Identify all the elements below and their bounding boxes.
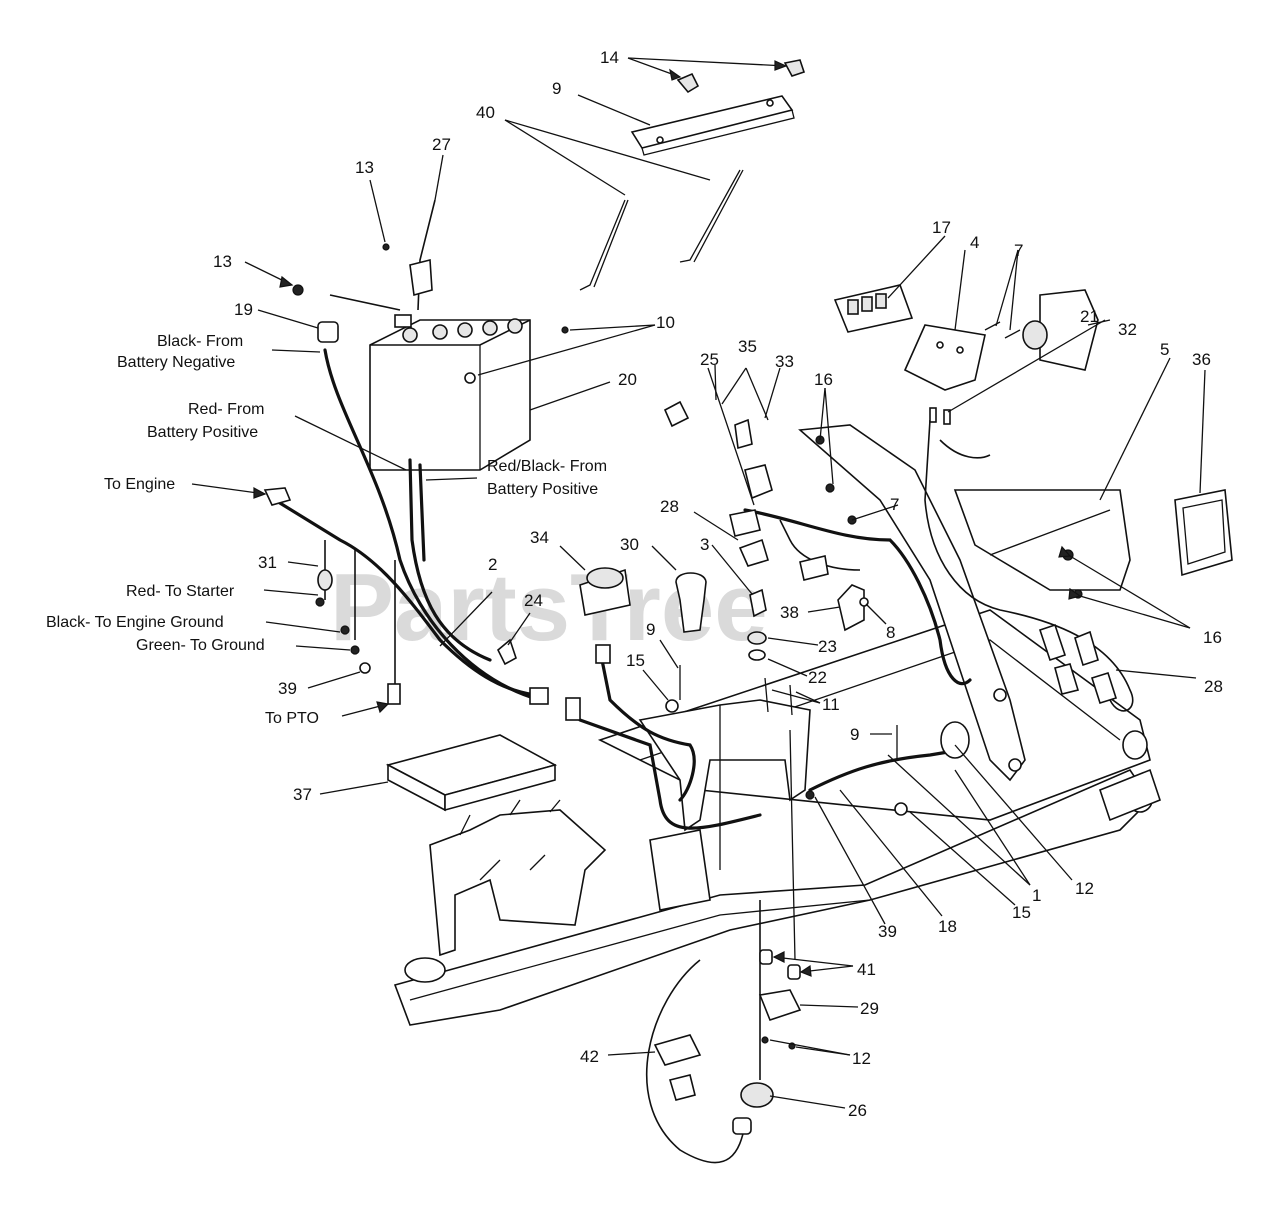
callout-40: 39 — [878, 922, 897, 941]
callout-5: 5 — [1160, 340, 1169, 359]
callout-8: 8 — [886, 623, 895, 642]
label-red-from-pos-1: Red- From — [188, 401, 264, 418]
callout-15a: 15 — [626, 651, 645, 670]
callout-19: 19 — [234, 300, 253, 319]
label-black-from-neg-2: Battery Negative — [117, 354, 235, 371]
callout-35: 35 — [738, 337, 757, 356]
callout-21: 22 — [808, 668, 827, 687]
callout-3: 3 — [700, 535, 709, 554]
callout-17: 17 — [932, 218, 951, 237]
small-parts — [263, 284, 1233, 1135]
callout-24: 24 — [524, 591, 543, 610]
label-black-from-neg-1: Black- From — [157, 333, 243, 350]
callout-22: 23 — [818, 637, 837, 656]
callout-31: 31 — [258, 553, 277, 572]
battery-hold-down — [630, 95, 795, 156]
callout-34: 34 — [530, 528, 549, 547]
callout-7b: 7 — [890, 495, 899, 514]
arrowheads — [253, 60, 1082, 977]
callout-7a: 7 — [1014, 241, 1023, 260]
callout-25: 25 — [700, 350, 719, 369]
callout-18: 18 — [938, 917, 957, 936]
callout-14: 14 — [600, 48, 619, 67]
callout-12b: 12 — [852, 1049, 871, 1068]
callout-41: 40 — [476, 103, 495, 122]
leader-lines — [191, 57, 1206, 1109]
callout-39: 39 — [278, 679, 297, 698]
wing-nuts — [676, 59, 806, 94]
callout-36: 36 — [1192, 350, 1211, 369]
callout-13a: 13 — [355, 158, 374, 177]
callout-16a: 16 — [814, 370, 833, 389]
callout-1: 1 — [1032, 886, 1041, 905]
fender-bracket — [953, 489, 1131, 591]
label-to-pto: To PTO — [265, 710, 319, 727]
wire-labels: Black- From Battery Negative Red- From B… — [46, 333, 607, 727]
callout-38: 38 — [780, 603, 799, 622]
label-to-engine: To Engine — [104, 476, 175, 493]
label-redblack-from-pos-2: Battery Positive — [487, 481, 598, 498]
label-red-to-starter: Red- To Starter — [126, 583, 235, 600]
callout-6: 9 — [552, 79, 561, 98]
callout-27: 26 — [848, 1101, 867, 1120]
callout-13b: 13 — [213, 252, 232, 271]
callout-30: 30 — [620, 535, 639, 554]
label-black-to-engine-ground: Black- To Engine Ground — [46, 614, 224, 631]
callout-9a: 9 — [646, 620, 655, 639]
label-red-from-pos-2: Battery Positive — [147, 424, 258, 441]
callout-26: 27 — [432, 135, 451, 154]
callout-9b: 9 — [850, 725, 859, 744]
battery — [369, 314, 531, 471]
battery-tray — [385, 734, 558, 812]
callout-4: 4 — [970, 233, 979, 252]
j-bolts — [579, 169, 744, 291]
callout-16b: 16 — [1203, 628, 1222, 647]
dash-support-frame — [638, 424, 1026, 961]
callout-11: 11 — [822, 695, 840, 714]
callout-12a: 12 — [1075, 879, 1094, 898]
battery-cables — [292, 199, 436, 343]
label-green-to-ground: Green- To Ground — [136, 637, 265, 654]
callout-10: 10 — [656, 313, 675, 332]
callout-42: 41 — [857, 960, 876, 979]
callout-20: 20 — [618, 370, 637, 389]
battery-support-bracket — [429, 799, 607, 957]
callout-37: 37 — [293, 785, 312, 804]
callout-29: 29 — [860, 999, 879, 1018]
callout-43: 42 — [580, 1047, 599, 1066]
callout-28a: 28 — [660, 497, 679, 516]
callout-33: 33 — [775, 352, 794, 371]
callout-numbers: 14 9 40 27 13 13 19 10 20 17 4 7 21 32 5… — [213, 48, 1223, 1120]
callout-2: 2 — [488, 555, 497, 574]
label-redblack-from-pos-1: Red/Black- From — [487, 458, 607, 475]
callout-23: 21 — [1080, 307, 1099, 326]
callout-15b: 15 — [1012, 903, 1031, 922]
callout-28b: 28 — [1204, 677, 1223, 696]
callout-32: 32 — [1118, 320, 1137, 339]
